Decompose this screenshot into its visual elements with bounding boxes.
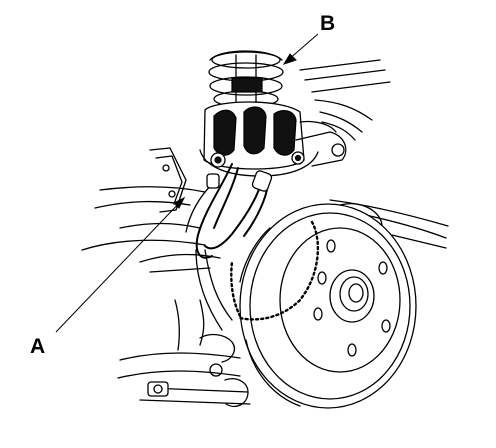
callout-label-a: A: [30, 335, 45, 358]
sensor-wire: [339, 203, 383, 226]
brake-disc: [230, 203, 417, 409]
coil-spring: [208, 50, 284, 111]
brake-hose: [149, 147, 273, 331]
chassis-background: [81, 59, 449, 407]
callout-label-b: B: [320, 12, 335, 35]
leader-lines: [55, 33, 319, 333]
caliper-body: [199, 101, 347, 177]
